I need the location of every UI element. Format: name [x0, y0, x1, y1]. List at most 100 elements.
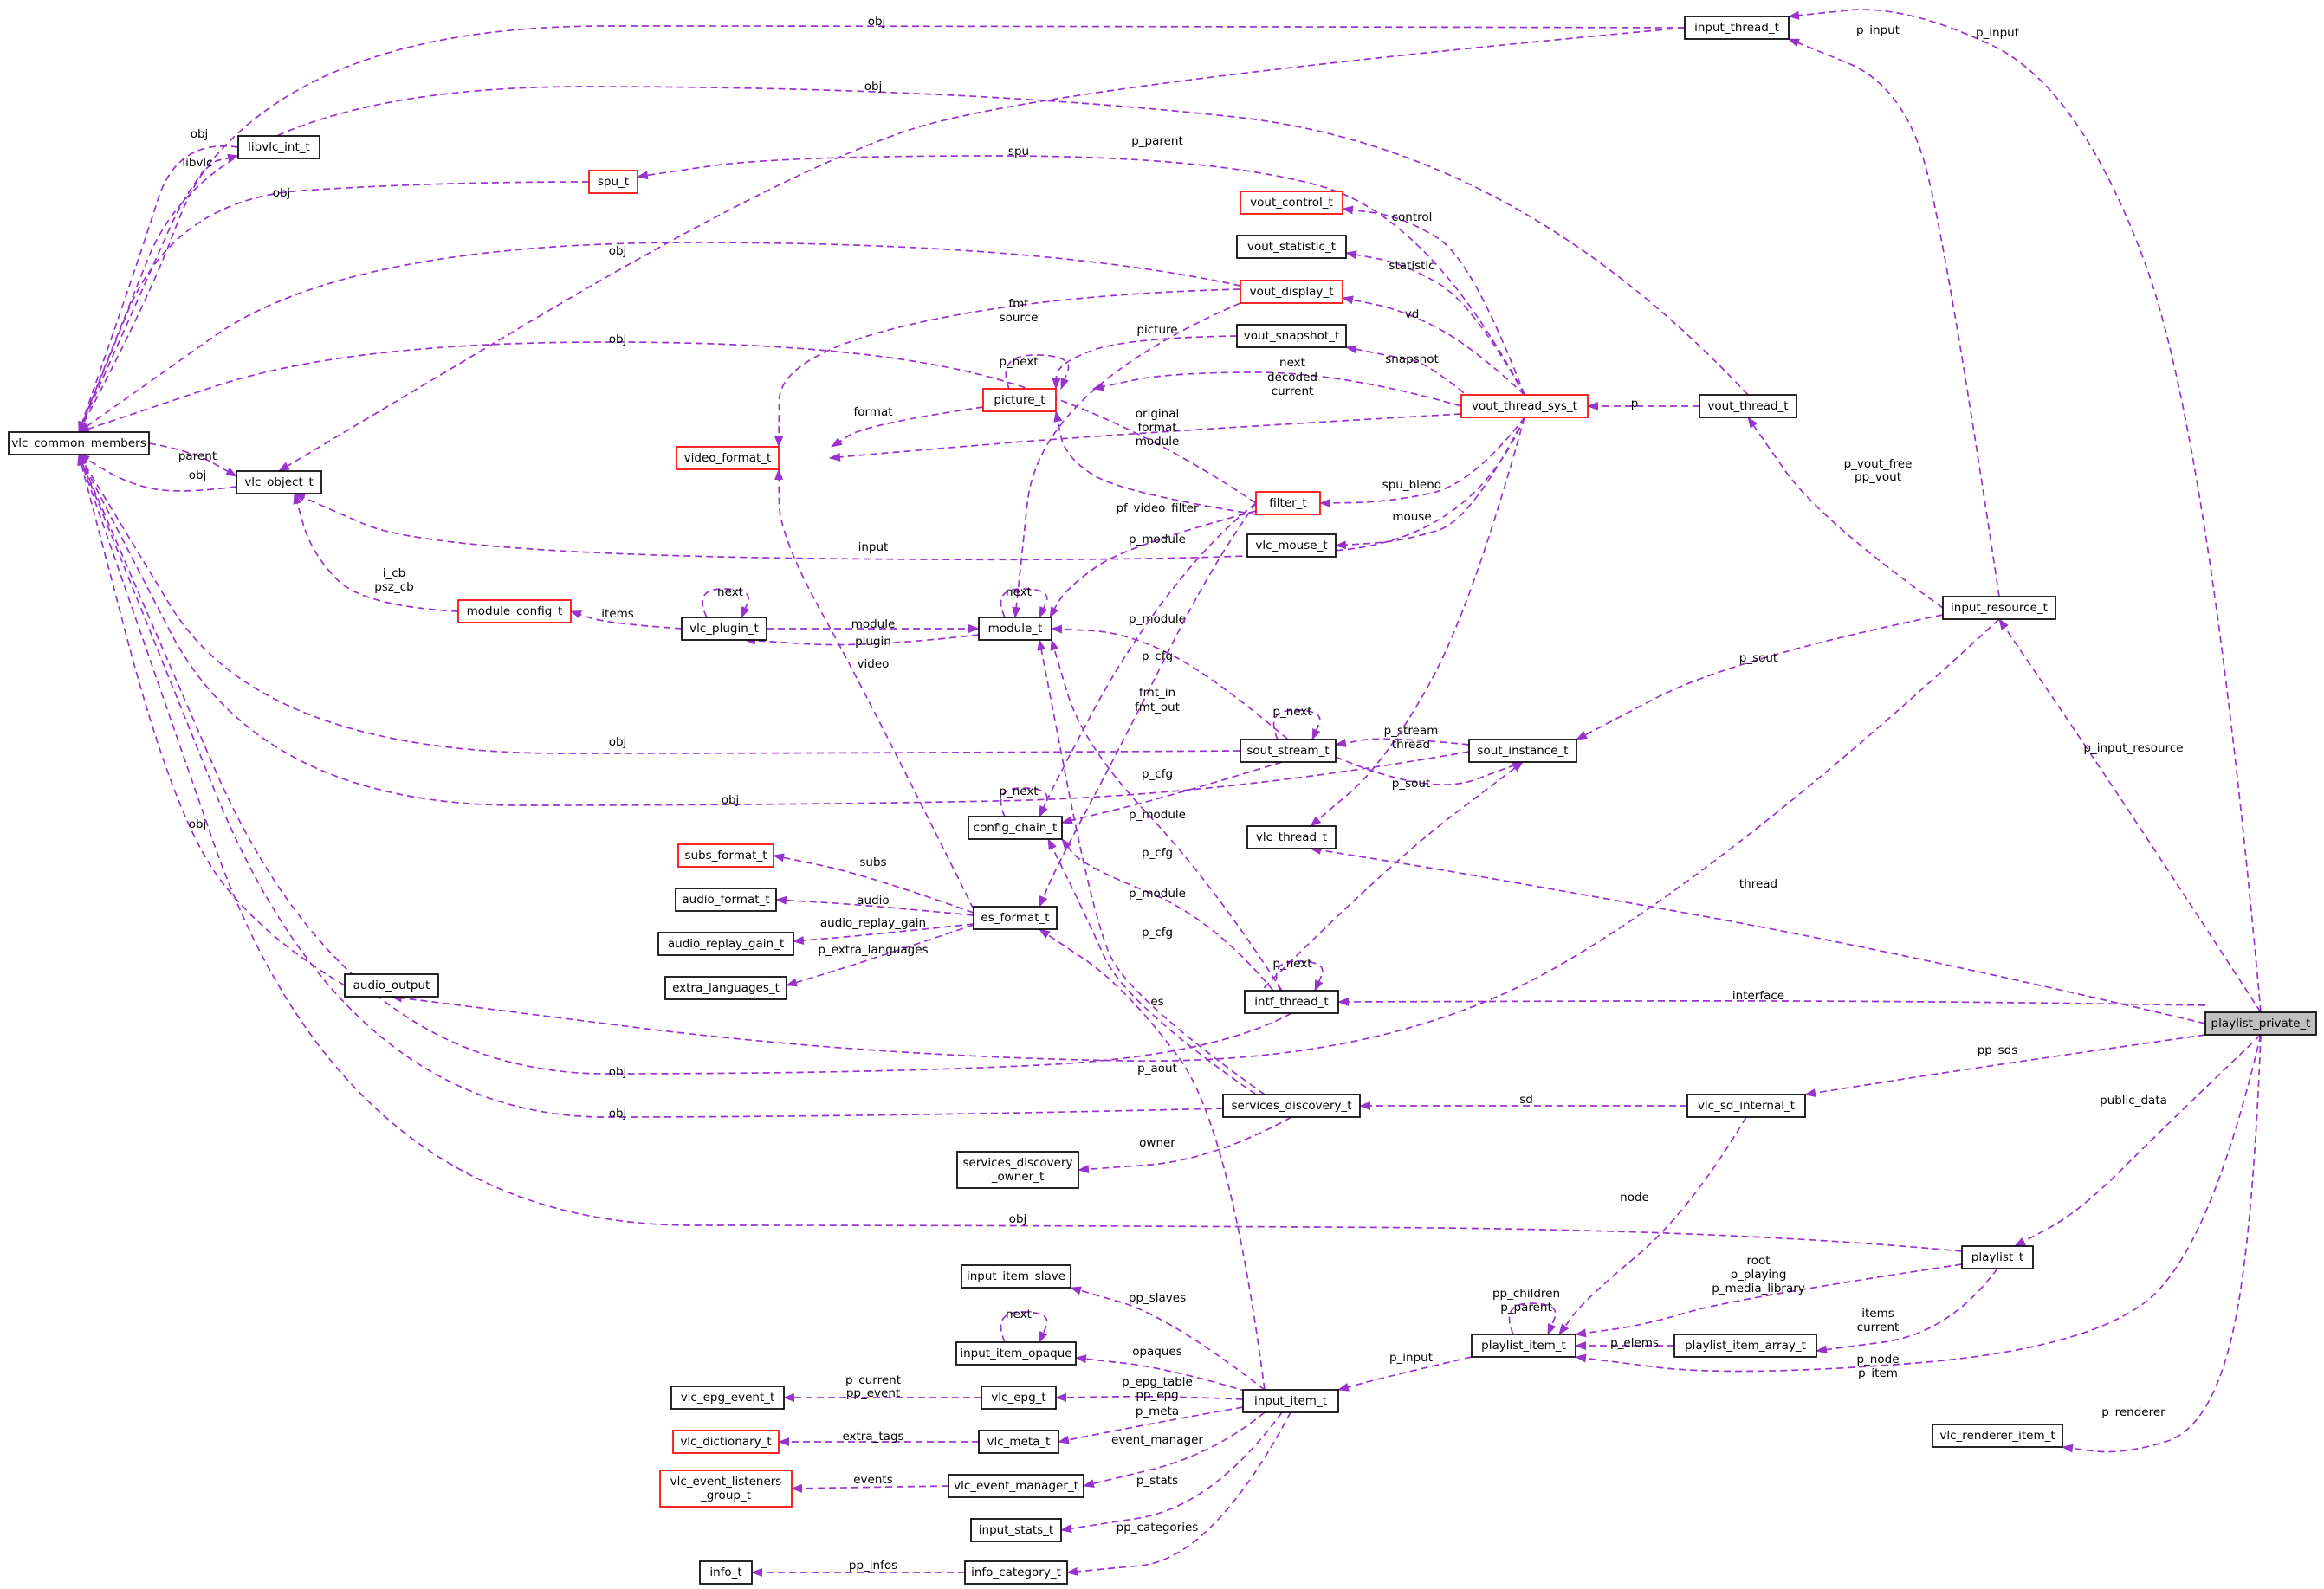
node-box[interactable]	[973, 906, 1058, 930]
node-vlc_mouse_t[interactable]: vlc_mouse_t	[1246, 533, 1337, 558]
node-es_format_t[interactable]: es_format_t	[973, 906, 1058, 930]
node-box[interactable]	[659, 1470, 793, 1508]
node-vlc_renderer_item_t[interactable]: vlc_renderer_item_t	[1932, 1424, 2063, 1448]
node-playlist_private_t[interactable]: playlist_private_t	[2204, 1011, 2317, 1036]
node-vlc_event_listeners_group_t[interactable]: vlc_event_listeners_group_t	[659, 1470, 793, 1508]
node-box[interactable]	[1246, 825, 1337, 849]
node-box[interactable]	[1673, 1334, 1817, 1358]
node-input_stats_t[interactable]: input_stats_t	[970, 1518, 1062, 1542]
node-box[interactable]	[1240, 280, 1343, 304]
node-info_category_t[interactable]: info_category_t	[964, 1560, 1068, 1585]
node-services_discovery_owner_t[interactable]: services_discovery_owner_t	[956, 1151, 1079, 1189]
node-box[interactable]	[1236, 235, 1347, 259]
node-subs_format_t[interactable]: subs_format_t	[677, 843, 774, 868]
node-input_item_t[interactable]: input_item_t	[1242, 1389, 1339, 1413]
node-box[interactable]	[964, 1560, 1068, 1585]
node-box[interactable]	[955, 1341, 1077, 1366]
node-box[interactable]	[961, 1264, 1071, 1289]
node-config_chain_t[interactable]: config_chain_t	[968, 816, 1063, 840]
node-box[interactable]	[1240, 739, 1337, 763]
node-vlc_epg_t[interactable]: vlc_epg_t	[981, 1386, 1057, 1410]
node-intf_thread_t[interactable]: intf_thread_t	[1244, 990, 1339, 1014]
node-module_config_t[interactable]: module_config_t	[457, 599, 572, 623]
node-module_t[interactable]: module_t	[978, 617, 1052, 641]
node-box[interactable]	[672, 1430, 780, 1454]
node-box[interactable]	[457, 599, 572, 623]
node-box[interactable]	[1222, 1094, 1361, 1118]
node-box[interactable]	[699, 1560, 753, 1585]
node-vlc_meta_t[interactable]: vlc_meta_t	[978, 1430, 1059, 1454]
node-input_thread_t[interactable]: input_thread_t	[1684, 16, 1790, 40]
node-vout_thread_sys_t[interactable]: vout_thread_sys_t	[1460, 394, 1589, 418]
node-playlist_t[interactable]: playlist_t	[1961, 1245, 2034, 1269]
node-box[interactable]	[1942, 596, 2056, 620]
node-extra_languages_t[interactable]: extra_languages_t	[664, 976, 787, 1000]
node-box[interactable]	[1961, 1245, 2034, 1269]
node-filter_t[interactable]: filter_t	[1255, 491, 1321, 515]
node-vout_statistic_t[interactable]: vout_statistic_t	[1236, 235, 1347, 259]
node-box[interactable]	[2204, 1011, 2317, 1036]
node-input_resource_t[interactable]: input_resource_t	[1942, 596, 2056, 620]
node-box[interactable]	[1242, 1389, 1339, 1413]
node-box[interactable]	[981, 1386, 1057, 1410]
node-box[interactable]	[676, 446, 780, 470]
node-box[interactable]	[1686, 1094, 1806, 1118]
node-box[interactable]	[677, 843, 774, 868]
node-box[interactable]	[8, 431, 150, 455]
node-box[interactable]	[956, 1151, 1079, 1189]
node-box[interactable]	[237, 135, 320, 159]
node-audio_output[interactable]: audio_output	[344, 973, 439, 998]
node-audio_replay_gain_t[interactable]: audio_replay_gain_t	[657, 932, 794, 956]
node-box[interactable]	[970, 1518, 1062, 1542]
node-box[interactable]	[664, 976, 787, 1000]
node-vlc_thread_t[interactable]: vlc_thread_t	[1246, 825, 1337, 849]
node-vlc_epg_event_t[interactable]: vlc_epg_event_t	[670, 1386, 785, 1410]
node-sout_stream_t[interactable]: sout_stream_t	[1240, 739, 1337, 763]
node-playlist_item_array_t[interactable]: playlist_item_array_t	[1673, 1334, 1817, 1358]
node-input_item_slave[interactable]: input_item_slave	[961, 1264, 1071, 1289]
node-box[interactable]	[978, 1430, 1059, 1454]
node-box[interactable]	[1468, 739, 1577, 763]
node-box[interactable]	[236, 470, 322, 494]
node-vlc_plugin_t[interactable]: vlc_plugin_t	[681, 617, 767, 641]
node-vlc_common_members[interactable]: vlc_common_members	[8, 431, 150, 455]
node-box[interactable]	[1244, 990, 1339, 1014]
node-box[interactable]	[1236, 324, 1347, 348]
node-spu_t[interactable]: spu_t	[588, 170, 638, 194]
node-vout_snapshot_t[interactable]: vout_snapshot_t	[1236, 324, 1347, 348]
node-services_discovery_t[interactable]: services_discovery_t	[1222, 1094, 1361, 1118]
node-box[interactable]	[968, 816, 1063, 840]
node-box[interactable]	[344, 973, 439, 998]
node-box[interactable]	[1246, 533, 1337, 558]
node-box[interactable]	[1684, 16, 1790, 40]
node-vlc_event_manager_t[interactable]: vlc_event_manager_t	[948, 1474, 1084, 1498]
node-vout_control_t[interactable]: vout_control_t	[1240, 191, 1343, 215]
node-vlc_object_t[interactable]: vlc_object_t	[236, 470, 322, 494]
node-box[interactable]	[948, 1474, 1084, 1498]
node-box[interactable]	[670, 1386, 785, 1410]
node-box[interactable]	[657, 932, 794, 956]
node-vlc_dictionary_t[interactable]: vlc_dictionary_t	[672, 1430, 780, 1454]
node-info_t[interactable]: info_t	[699, 1560, 753, 1585]
node-audio_format_t[interactable]: audio_format_t	[675, 888, 777, 912]
node-box[interactable]	[675, 888, 777, 912]
node-video_format_t[interactable]: video_format_t	[676, 446, 780, 470]
node-vlc_sd_internal_t[interactable]: vlc_sd_internal_t	[1686, 1094, 1806, 1118]
node-box[interactable]	[1255, 491, 1321, 515]
node-box[interactable]	[978, 617, 1052, 641]
node-box[interactable]	[588, 170, 638, 194]
node-box[interactable]	[1240, 191, 1343, 215]
node-vout_display_t[interactable]: vout_display_t	[1240, 280, 1343, 304]
node-box[interactable]	[681, 617, 767, 641]
node-libvlc_int_t[interactable]: libvlc_int_t	[237, 135, 320, 159]
node-vout_thread_t[interactable]: vout_thread_t	[1699, 394, 1797, 418]
node-box[interactable]	[1460, 394, 1589, 418]
node-sout_instance_t[interactable]: sout_instance_t	[1468, 739, 1577, 763]
node-box[interactable]	[1699, 394, 1797, 418]
node-playlist_item_t[interactable]: playlist_item_t	[1471, 1334, 1576, 1358]
node-box[interactable]	[982, 388, 1057, 412]
node-box[interactable]	[1932, 1424, 2063, 1448]
node-input_item_opaque[interactable]: input_item_opaque	[955, 1341, 1077, 1366]
node-box[interactable]	[1471, 1334, 1576, 1358]
node-picture_t[interactable]: picture_t	[982, 388, 1057, 412]
